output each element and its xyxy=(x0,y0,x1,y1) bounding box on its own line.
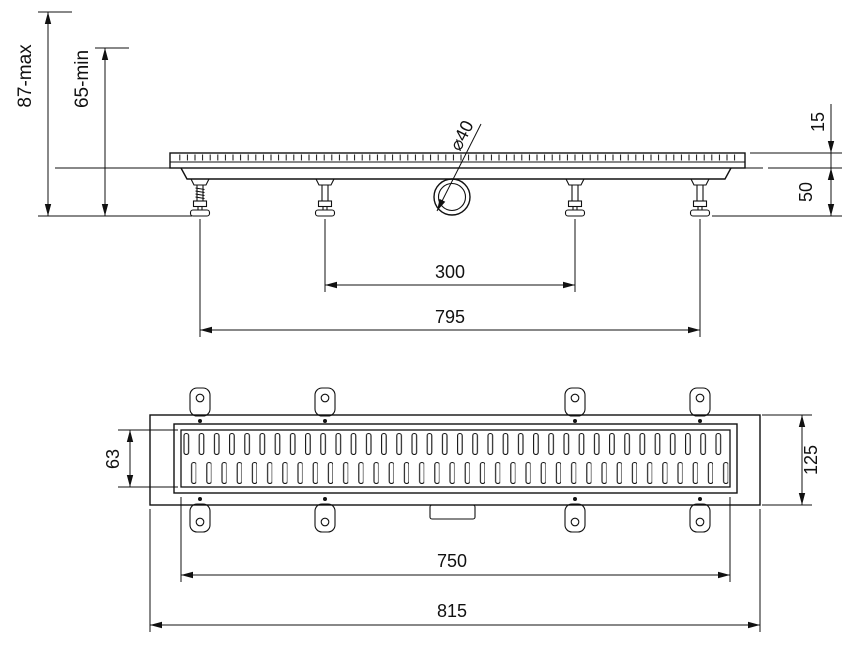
dim-63-label: 63 xyxy=(103,449,123,469)
dim-815-label: 815 xyxy=(437,601,467,621)
screw-dot xyxy=(323,419,327,423)
plan-view: 63 125 750 815 xyxy=(103,387,821,632)
dim-750-label: 750 xyxy=(437,551,467,571)
dim-125: 125 xyxy=(762,414,821,506)
screw-dot xyxy=(573,419,577,423)
outlet-diameter-label: ⌀40 xyxy=(446,117,478,154)
mounting-tab-top-4 xyxy=(689,387,711,423)
screw-dot xyxy=(198,497,202,501)
grate-ticks xyxy=(175,154,741,161)
dim-50-label: 50 xyxy=(796,182,816,202)
screw-dot xyxy=(698,497,702,501)
outlet-housing xyxy=(429,504,476,520)
dim-300-label: 300 xyxy=(435,262,465,282)
outlet-circle xyxy=(433,178,471,216)
mounting-tab-top-3 xyxy=(564,387,586,423)
side-view: ⌀40 87-max 65-min 15 50 xyxy=(15,11,842,337)
tab-hole xyxy=(570,517,580,527)
dim-15-label: 15 xyxy=(808,112,828,132)
dim-15: 15 xyxy=(750,104,842,169)
outlet-diameter-leader: ⌀40 xyxy=(436,117,482,212)
mounting-tab-top-2 xyxy=(314,387,336,423)
screw-dot xyxy=(573,497,577,501)
mounting-tab-bottom-2 xyxy=(314,497,336,533)
dim-63: 63 xyxy=(103,429,178,488)
leg-4 xyxy=(689,178,711,217)
leg-2 xyxy=(314,178,336,217)
leg-1 xyxy=(189,178,211,217)
mounting-tab-bottom-3 xyxy=(564,497,586,533)
dim-300: 300 xyxy=(324,219,576,292)
dim-65-min: 65-min xyxy=(72,47,129,216)
leg-thread-hatch xyxy=(195,187,205,199)
screw-dot xyxy=(698,419,702,423)
leg-3 xyxy=(564,178,586,217)
mounting-tab-bottom-4 xyxy=(689,497,711,533)
tab-hole xyxy=(195,517,205,527)
dim-65-min-label: 65-min xyxy=(72,50,93,108)
channel-frame-side xyxy=(169,152,746,169)
dim-50: 50 xyxy=(712,168,842,217)
mounting-tab-top-1 xyxy=(189,387,211,423)
tab-hole xyxy=(695,393,705,403)
tab-hole xyxy=(195,393,205,403)
dim-795: 795 xyxy=(199,219,701,337)
mounting-tab-bottom-1 xyxy=(189,497,211,533)
channel-frame-plan xyxy=(173,423,738,494)
tab-hole xyxy=(320,517,330,527)
dim-87-max: 87-max xyxy=(15,11,72,216)
dim-815: 815 xyxy=(149,509,761,632)
dim-795-label: 795 xyxy=(435,307,465,327)
dim-125-label: 125 xyxy=(801,445,821,475)
dim-750: 750 xyxy=(180,497,731,582)
dim-87-max-label: 87-max xyxy=(15,44,36,108)
tab-hole xyxy=(570,393,580,403)
screw-dot xyxy=(198,419,202,423)
tab-hole xyxy=(695,517,705,527)
screw-dot xyxy=(323,497,327,501)
tab-hole xyxy=(320,393,330,403)
grate xyxy=(180,429,731,488)
